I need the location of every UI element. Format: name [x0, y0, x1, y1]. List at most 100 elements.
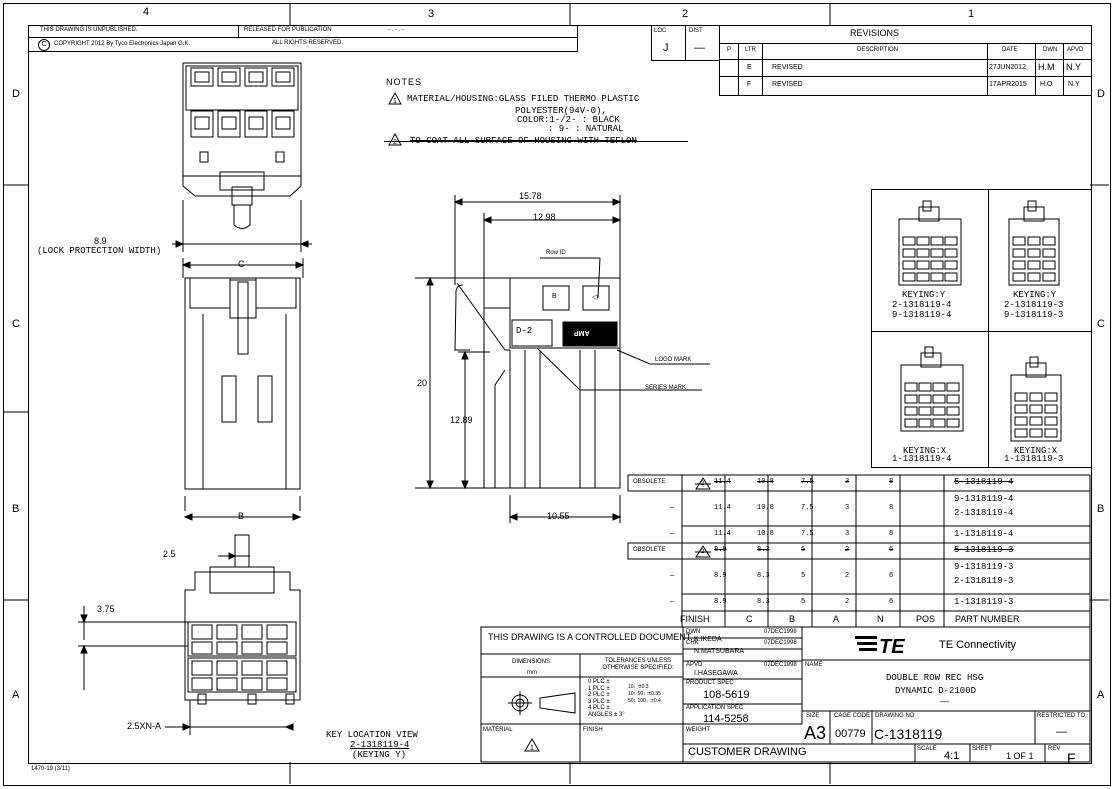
- zone-top-3: 3: [428, 8, 435, 20]
- name-label: NAME: [805, 662, 823, 668]
- released-text: RELEASED FOR PUBLICATION: [244, 27, 332, 33]
- zone-right-C: C: [1097, 318, 1105, 330]
- parts-cell-a: 5: [801, 597, 806, 606]
- series-mark-d2: D-2: [516, 326, 533, 336]
- tol-0plc: 0 PLC ±: [588, 679, 610, 685]
- header-hline: [28, 37, 577, 38]
- restricted-value: —: [1056, 726, 1067, 738]
- front-view: [78, 534, 301, 735]
- row-id-a-mark: ◁: [592, 294, 598, 301]
- tol-2plc: 2 PLC ±: [588, 692, 610, 699]
- application-spec-label: APPLICATION SPEC: [686, 705, 744, 711]
- rev-h-desc: DESCRIPTION: [857, 47, 899, 53]
- svg-text:2: 2: [393, 139, 397, 146]
- row-id-b-mark: B: [552, 293, 557, 300]
- zone-right-B: B: [1097, 503, 1105, 515]
- restricted-label: RESTRICTED TO: [1037, 713, 1086, 719]
- dim-2-5xn-a: 2.5XN-A: [127, 721, 162, 731]
- copyright-icon: C: [38, 39, 50, 51]
- parts-header-cell: POS: [916, 614, 936, 624]
- scale-label: SCALE: [917, 746, 937, 752]
- dim-c: C: [238, 259, 245, 269]
- keying-2-part-a: 2-1318119-3: [1004, 300, 1064, 310]
- customer-drawing: CUSTOMER DRAWING: [688, 746, 807, 758]
- note2-strike-line: [384, 141, 688, 142]
- parts-cell-b: 10.8: [757, 478, 774, 486]
- zone-right-A: A: [1097, 689, 1105, 701]
- part-number: 2-1318119-3: [954, 576, 1014, 586]
- zone-right-D: D: [1097, 88, 1105, 100]
- dim-20: 20: [417, 378, 428, 388]
- loc-value: J: [663, 42, 669, 54]
- parts-cell-pos: 8: [889, 478, 894, 486]
- keying-panel: [871, 189, 1092, 468]
- rev-h-p: P: [727, 47, 732, 53]
- tol-1plc: 1 PLC ±: [588, 685, 610, 692]
- rev-h-date: DATE: [1002, 47, 1018, 53]
- part-number: 5-1318119-4: [954, 477, 1014, 487]
- rev-row-2-dwn: H.O: [1040, 81, 1053, 88]
- side-view: [181, 258, 305, 521]
- apvd-date: 07DEC1998: [764, 662, 797, 668]
- parts-header-cell: B: [789, 614, 796, 624]
- keying-1-part-b: 9-1318119-4: [892, 310, 952, 320]
- part-name-line2: DYNAMIC D-2100D: [895, 686, 977, 696]
- parts-cell-b: 8.3: [757, 571, 770, 580]
- projection-symbol-icon: [508, 691, 576, 715]
- revisions-title-row: REVISIONS: [720, 25, 1091, 44]
- amp-logo: AMP: [574, 329, 590, 336]
- obsolete-flag-number: 2: [701, 549, 705, 555]
- parts-cell-c: 8.9: [714, 597, 727, 606]
- application-spec: 114-5258: [703, 713, 749, 725]
- note2-flag-icon: 2: [388, 133, 402, 146]
- loc-dist-block: [651, 25, 720, 61]
- parts-cell-finish: —: [670, 529, 675, 538]
- profile-view: [415, 195, 710, 523]
- parts-cell-n: 3: [845, 478, 850, 486]
- rev-h-ltr: LTR: [745, 47, 756, 53]
- parts-cell-pos: 6: [889, 597, 894, 606]
- material-note-icon: 1: [524, 738, 540, 752]
- header-block: [28, 25, 578, 52]
- lock-protection-label: (LOCK PROTECTION WIDTH): [37, 246, 162, 256]
- scale-value: 4:1: [944, 750, 960, 762]
- tol-val-1: 10↓ :±0.3: [628, 684, 649, 690]
- parts-cell-c: 8.9: [714, 546, 727, 554]
- dwn-date: 07DEC1998: [764, 629, 797, 635]
- dim-12-89: 12.89: [450, 415, 473, 425]
- tol-val-2: 10↑ 50↓ :±0.35: [628, 691, 661, 697]
- revisions-table: REVISIONS P LTR DESCRIPTION DATE DWN APV…: [719, 25, 1091, 96]
- parts-header-cell: N: [877, 614, 884, 624]
- copyright-text: COPYRIGHT 2012 By Tyco Electronics Japan…: [54, 41, 191, 47]
- rev-row-2-ltr: F: [747, 81, 752, 88]
- note1-flag-icon: 1: [388, 92, 402, 105]
- finish-label: FINISH: [583, 727, 603, 733]
- parts-header-cell: FINISH: [680, 614, 710, 624]
- parts-cell-n: 3: [845, 529, 850, 538]
- zone-left-D: D: [12, 88, 20, 100]
- keying-drawings: [898, 200, 1062, 442]
- tol-angles: ANGLES ± 3°: [588, 711, 625, 718]
- parts-cell-b: 10.8: [757, 529, 774, 538]
- parts-cell-a: 5: [801, 571, 806, 580]
- key-view-keying: (KEYING Y): [352, 750, 407, 760]
- notes-title: NOTES: [386, 77, 423, 87]
- zone-left-B: B: [12, 503, 20, 515]
- controlled-doc-text: THIS DRAWING IS A CONTROLLED DOCUMENT.: [488, 632, 693, 642]
- parts-cell-a: 7.5: [801, 529, 814, 538]
- weight-label: WEIGHT: [686, 727, 710, 733]
- svg-text:1: 1: [393, 98, 397, 105]
- part-name-line3: —: [940, 696, 949, 706]
- company-name: TE Connectivity: [939, 639, 1017, 651]
- rev-h-apvd: APVD: [1067, 47, 1084, 53]
- note1-line1: MATERIAL/HOUSING:GLASS FILED THERMO PLAS…: [407, 94, 640, 104]
- sheet-value: 1 OF 1: [1006, 751, 1034, 761]
- parts-cell-a: 7.5: [801, 478, 814, 486]
- cage-label: CAGE CODE: [834, 713, 871, 719]
- revisions-row-divider: [720, 76, 1091, 77]
- rights-text: ALL RIGHTS RESERVED.: [272, 40, 344, 46]
- keying-2-key: KEYING:Y: [1013, 290, 1057, 300]
- rev-row-1-ltr: E: [747, 64, 752, 71]
- parts-cell-b: 8.3: [757, 597, 770, 606]
